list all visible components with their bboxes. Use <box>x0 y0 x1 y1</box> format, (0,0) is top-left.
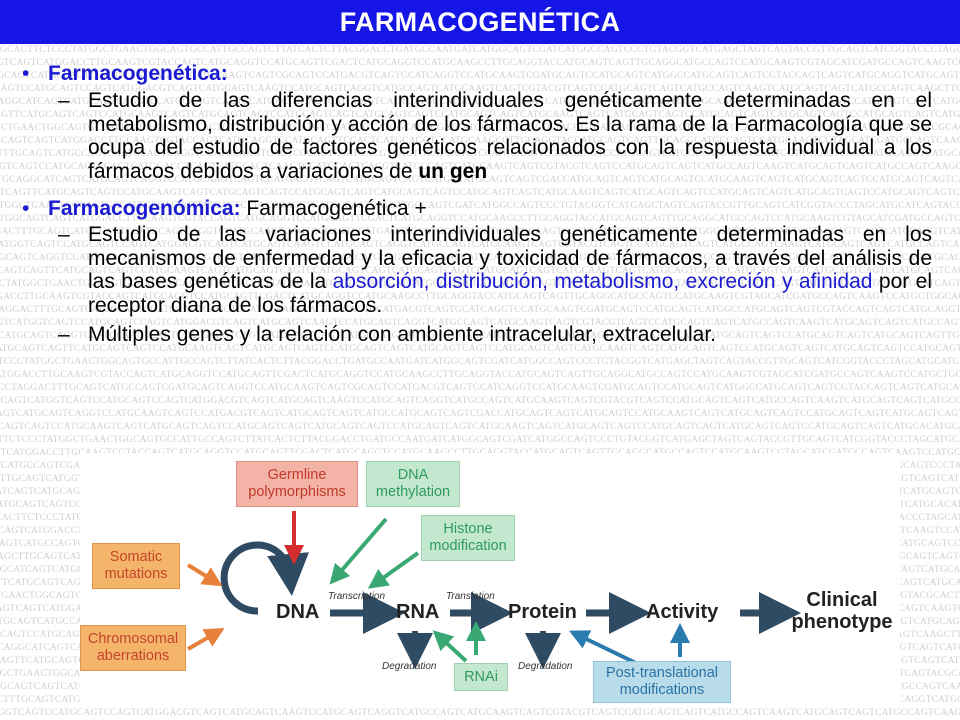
section-heading: Farmacogenómica: <box>48 197 241 220</box>
dna-sequence-line: TGGCAGTCAGTCATGGACCTTGCAAGTCGTACCAGTCATG… <box>0 136 960 146</box>
dna-sequence-line: CATGCAGTCAGTTCATGCAGTCAGTCCATGCAAGTCAGTC… <box>0 110 960 120</box>
label-degradation-protein: Degradation <box>518 661 573 672</box>
section-heading: Farmacogenética: <box>48 62 228 85</box>
sub-bullet-definition: – Estudio de las variaciones interindivi… <box>0 223 960 317</box>
dash-marker: – <box>58 323 70 346</box>
node-rna: RNA <box>396 601 440 623</box>
dna-sequence-line: GCACTTCTCCCTATGGCTGAACTGGCAGTGCCATTGCCAG… <box>0 201 960 211</box>
somatic-mutations-box: Somatic mutations <box>92 543 180 589</box>
germline-polymorphisms-box: Germline polymorphisms <box>236 461 358 507</box>
arrow-dna-methylation <box>329 517 388 585</box>
dna-sequence-line: TGGCAGTCAGTCATGGACCTTGCAAGTCGTACCAGTCATG… <box>0 292 960 302</box>
dna-sequence-line: TGGCAGTCAGTCATGGACCTTGCAAGTCGTACCAGTCATG… <box>0 214 960 224</box>
dna-methylation-box: DNA methylation <box>366 461 460 507</box>
dna-sequence-line: AGCTTGCAGTCATGGTCAGTCCATGCAGTCCAGTCATGGA… <box>0 708 960 718</box>
bullet-farmacogenetica: • Farmacogenética: <box>0 62 960 85</box>
dna-cycle-arrow <box>220 541 309 615</box>
histone-modification-box: Histone modification <box>421 515 515 561</box>
dna-sequence-line: CATGCAGTCAGTTCATGCAGTCAGTCCATGCAAGTCAGTC… <box>0 188 960 198</box>
label-transcription: Transcription <box>328 591 386 602</box>
arrow-post-translational-1 <box>568 630 641 667</box>
dna-sequence-line: TGGCAGTCAGTCATGGACCTTGCAAGTCGTACCAGTCATG… <box>0 370 960 380</box>
bullet-dot: • <box>22 197 30 220</box>
slide-content: • Farmacogenética: – Estudio de las dife… <box>0 62 960 347</box>
dna-sequence-line: GCACTTCTCCCTATGGCTGAACTGGCAGTGCCATTGCCAG… <box>0 435 960 445</box>
text-run: por el receptor diana de los fármacos. <box>88 270 933 317</box>
gene-expression-diagram: Germline polymorphisms DNA methylation H… <box>80 453 900 705</box>
sub-bullet-text: Estudio de las variaciones interindividu… <box>88 223 932 317</box>
text-emphasis: un gen <box>418 159 488 183</box>
text-run: Estudio de las variaciones interindividu… <box>88 223 932 293</box>
dna-sequence-line: TTGCAGGCATCAGTCATGCAGTCAGGTCCATGCAAGTCAG… <box>0 97 960 107</box>
arrow-chromosomal <box>187 628 225 651</box>
dna-sequence-line: TGGCAGTCAGTCATGGACCTTGCAAGTCGTACCAGTCATG… <box>0 58 960 68</box>
dna-sequence-line: GCACTTCTCCCTATGGCTGAACTGGCAGTGCCATTGCCAG… <box>0 123 960 133</box>
page-title: FARMACOGENÉTICA <box>339 6 621 37</box>
sub-bullet-definition: – Estudio de las diferencias interindivi… <box>0 89 960 183</box>
rnai-box: RNAi <box>454 663 508 691</box>
label-degradation-rna: Degradation <box>382 661 437 672</box>
dna-sequence-line: AGCTTGCAGTCATGGTCAGTCCATGCAGTCCAGTCATGGA… <box>0 396 960 406</box>
dna-sequence-line: TTGCAGGCATCAGTCATGCAGTCAGGTCCATGCAAGTCAG… <box>0 253 960 263</box>
node-protein: Protein <box>508 601 577 623</box>
text-run: Estudio de las diferencias interindividu… <box>88 89 932 183</box>
diagram-arrows <box>186 511 801 669</box>
dna-sequence-line: TTGCAGGCATCAGTCATGCAGTCAGGTCCATGCAAGTCAG… <box>0 331 960 341</box>
dna-sequence-line: CATGCAGTCAGTTCATGCAGTCAGTCCATGCAAGTCAGTC… <box>0 344 960 354</box>
bullet-farmacogenomica: • Farmacogenómica: Farmacogenética + <box>0 197 960 220</box>
dna-sequence-line: GCACTTCTCCCTATGGCTGAACTGGCAGTGCCATTGCCAG… <box>0 357 960 367</box>
dna-sequence-line: CCTAGGACTTTGCAGTCATGCCAGTCGATGCAGTCAGGTC… <box>0 305 960 315</box>
arrow-somatic <box>186 563 223 587</box>
dna-sequence-line: TTGCAGGCATCAGTCATGCAGTCAGGTCCATGCAAGTCAG… <box>0 175 960 185</box>
dna-sequence-line: CATGCAGTCAGTTCATGCAGTCAGTCCATGCAAGTCAGTC… <box>0 422 960 432</box>
dna-sequence-line: CATGCAGTCAGTTCATGCAGTCAGTCCATGCAAGTCAGTC… <box>0 266 960 276</box>
dna-sequence-line: TTGCAGGCATCAGTCATGCAGTCAGGTCCATGCAAGTCAG… <box>0 409 960 419</box>
section-heading-suffix: Farmacogenética + <box>240 197 427 220</box>
dna-sequence-line: CCTAGGACTTTGCAGTCATGCCAGTCGATGCAGTCAGGTC… <box>0 227 960 237</box>
dash-marker: – <box>58 89 70 112</box>
dna-sequence-line: GCACTTCTCCCTATGGCTGAACTGGCAGTGCCATTGCCAG… <box>0 279 960 289</box>
dna-sequence-line: CCTAGGACTTTGCAGTCATGCCAGTCGATGCAGTCAGGTC… <box>0 149 960 159</box>
sub-bullet-text: Múltiples genes y la relación con ambien… <box>88 323 717 346</box>
arrow-rnai-1 <box>432 630 468 663</box>
node-activity: Activity <box>646 601 719 623</box>
dna-sequence-line: CCTAGGACTTTGCAGTCATGCCAGTCGATGCAGTCAGGTC… <box>0 71 960 81</box>
node-dna: DNA <box>276 601 320 623</box>
arrow-histone <box>367 551 420 589</box>
dna-sequence-line: AGCTTGCAGTCATGGTCAGTCCATGCAGTCCAGTCATGGA… <box>0 162 960 172</box>
bullet-dot: • <box>22 62 30 85</box>
chromosomal-aberrations-box: Chromosomal aberrations <box>80 625 186 671</box>
node-clinical-phenotype: Clinical phenotype <box>791 589 893 633</box>
title-bar: FARMACOGENÉTICA <box>0 0 960 44</box>
post-translational-modifications-box: Post-translational modifications <box>593 661 731 703</box>
dna-sequence-line: AGCTTGCAGTCATGGTCAGTCCATGCAGTCCAGTCATGGA… <box>0 240 960 250</box>
dash-marker: – <box>58 223 70 246</box>
dna-sequence-line: CCTAGGACTTTGCAGTCATGCCAGTCGATGCAGTCAGGTC… <box>0 383 960 393</box>
sub-bullet-multiple-genes: – Múltiples genes y la relación con ambi… <box>0 323 960 347</box>
dna-sequence-line: GCACTTCTCCCTATGGCTGAACTGGCAGTGCCATTGCCAG… <box>0 45 960 55</box>
sub-bullet-text: Estudio de las diferencias interindividu… <box>88 89 932 183</box>
dna-sequence-line: AGCTTGCAGTCATGGTCAGTCCATGCAGTCCAGTCATGGA… <box>0 318 960 328</box>
label-translation: Translation <box>446 591 495 602</box>
text-highlight: absorción, distribución, metabolismo, ex… <box>332 270 873 293</box>
dna-sequence-line: AGCTTGCAGTCATGGTCAGTCCATGCAGTCCAGTCATGGA… <box>0 84 960 94</box>
